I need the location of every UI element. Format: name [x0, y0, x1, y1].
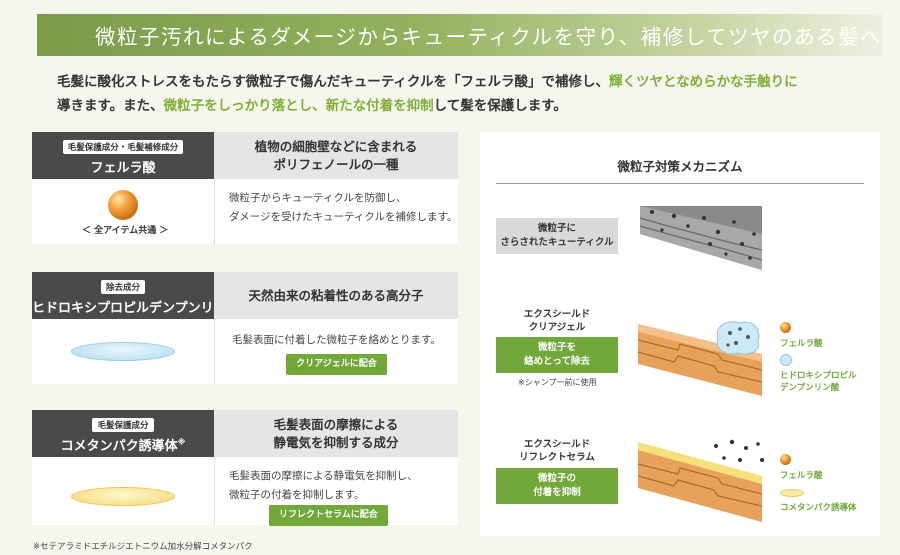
ingredient-visual	[32, 319, 214, 384]
remove-particles-label: 微粒子を 絡めとって除去	[496, 337, 618, 373]
reflect-serum-cuticle-illustration	[638, 442, 762, 522]
ingredient-headline: 植物の細胞壁などに含まれるポリフェノールの一種	[214, 132, 458, 179]
before-shampoo-note: ※シャンプー前に使用	[518, 378, 597, 387]
title-banner: 微粒子汚れによるダメージからキューティクルを守り、補修してツヤのある髪へ	[37, 14, 883, 56]
ingredient-headline: 毛髪表面の摩擦による静電気を抑制する成分	[214, 410, 458, 457]
ingredient-tag: 毛髪保護成分・毛髪補修成分	[62, 140, 184, 154]
intro-highlight: 微粒子をしっかり落とし、新たな付着を抑制	[163, 98, 434, 114]
ingredient-header: 毛髪保護成分 コメタンパク誘導体※	[32, 410, 214, 457]
legend-ferulic-acid: フェルラ酸	[780, 339, 823, 349]
intro-line-1: 毛髪に酸化ストレスをもたらす微粒子で傷んだキューティクルを「フェルラ酸」で補修し…	[57, 74, 798, 90]
ingredient-name: コメタンパク誘導体※	[60, 437, 186, 454]
legend-ferulic-acid: フェルラ酸	[780, 471, 823, 481]
ingredient-tag: 除去成分	[100, 280, 145, 294]
legend-rice-protein: コメタンパク誘導体	[780, 503, 857, 513]
ingredient-description: 微粒子からキューティクルを防御し、 ダメージを受けたキューティクルを補修します。	[214, 179, 458, 244]
gel-capturing-particles-icon	[716, 321, 760, 355]
hps-phosphate-legend-icon	[780, 354, 792, 366]
ingredient-card-ferulic-acid: 毛髪保護成分・毛髪補修成分 フェルラ酸 植物の細胞壁などに含まれるポリフェノール…	[32, 132, 458, 244]
banner-title: 微粒子汚れによるダメージからキューティクルを守り、補修してツヤのある髪へ	[95, 25, 883, 49]
repelled-particles-icon	[714, 439, 764, 462]
prevent-adhesion-label: 微粒子の 付着を抑制	[496, 468, 618, 504]
intro-highlight: 輝くツヤとなめらかな手触りに	[609, 74, 798, 90]
all-items-caption: ＜ 全アイテム共通 ＞	[82, 226, 169, 236]
ingredient-headline: 天然由来の粘着性のある高分子	[214, 272, 458, 319]
ingredient-description: 毛髪表面に付着した微粒子を絡めとります。 クリアジェルに配合	[214, 319, 458, 384]
legend-hps-phosphate: ヒドロキシプロピル デンプンリン酸	[780, 371, 857, 393]
ingredient-card-hydroxypropyl-starch-phosphate: 除去成分 ヒドロキシプロピルデンプンリン酸 天然由来の粘着性のある高分子 毛髪表…	[32, 272, 458, 384]
ingredient-name: ヒドロキシプロピルデンプンリン酸	[32, 301, 240, 316]
ingredient-card-rice-protein-derivative: 毛髪保護成分 コメタンパク誘導体※ 毛髪表面の摩擦による静電気を抑制する成分 毛…	[32, 410, 458, 526]
ingredient-name: フェルラ酸	[90, 161, 156, 176]
reflect-serum-swatch	[71, 487, 175, 506]
footnote: ※セテアラミドエチルジエトニウム加水分解コメタンパク	[33, 542, 253, 552]
product-badge: リフレクトセラムに配合	[269, 505, 388, 526]
mechanism-panel: 微粒子対策メカニズム 微粒子に さらされたキューティクル エクスシールド クリア…	[480, 132, 880, 536]
product-badge: クリアジェルに配合	[286, 354, 387, 375]
ferulic-acid-legend-icon	[780, 454, 791, 465]
damaged-cuticle-illustration	[638, 204, 762, 270]
ferulic-acid-legend-icon	[780, 322, 791, 333]
mechanism-title: 微粒子対策メカニズム	[496, 156, 864, 184]
ferulic-acid-ball-icon	[108, 190, 138, 220]
ingredient-visual	[32, 457, 214, 525]
exposed-cuticle-label: 微粒子に さらされたキューティクル	[496, 218, 618, 254]
intro-line-2: 導きます。また、微粒子をしっかり落とし、新たな付着を抑制して髪を保護します。	[57, 98, 567, 114]
ingredient-header: 除去成分 ヒドロキシプロピルデンプンリン酸	[32, 272, 240, 319]
ingredient-description: 毛髪表面の摩擦による静電気を抑制し、 微粒子の付着を抑制します。 リフレクトセラ…	[214, 457, 458, 526]
rice-protein-legend-icon	[780, 489, 804, 497]
ingredient-header: 毛髪保護成分・毛髪補修成分 フェルラ酸	[32, 132, 214, 179]
ingredient-visual: ＜ 全アイテム共通 ＞	[32, 179, 214, 244]
intro-text: 毛髪に酸化ストレスをもたらす微粒子で傷んだキューティクルを「フェルラ酸」で補修し…	[57, 70, 877, 118]
reflect-serum-product-name: エクスシールド リフレクトセラム	[519, 439, 595, 463]
clear-gel-product-name: エクスシールド クリアジェル	[523, 309, 591, 333]
clear-gel-swatch	[71, 342, 175, 361]
ingredient-tag: 毛髪保護成分	[92, 418, 154, 432]
